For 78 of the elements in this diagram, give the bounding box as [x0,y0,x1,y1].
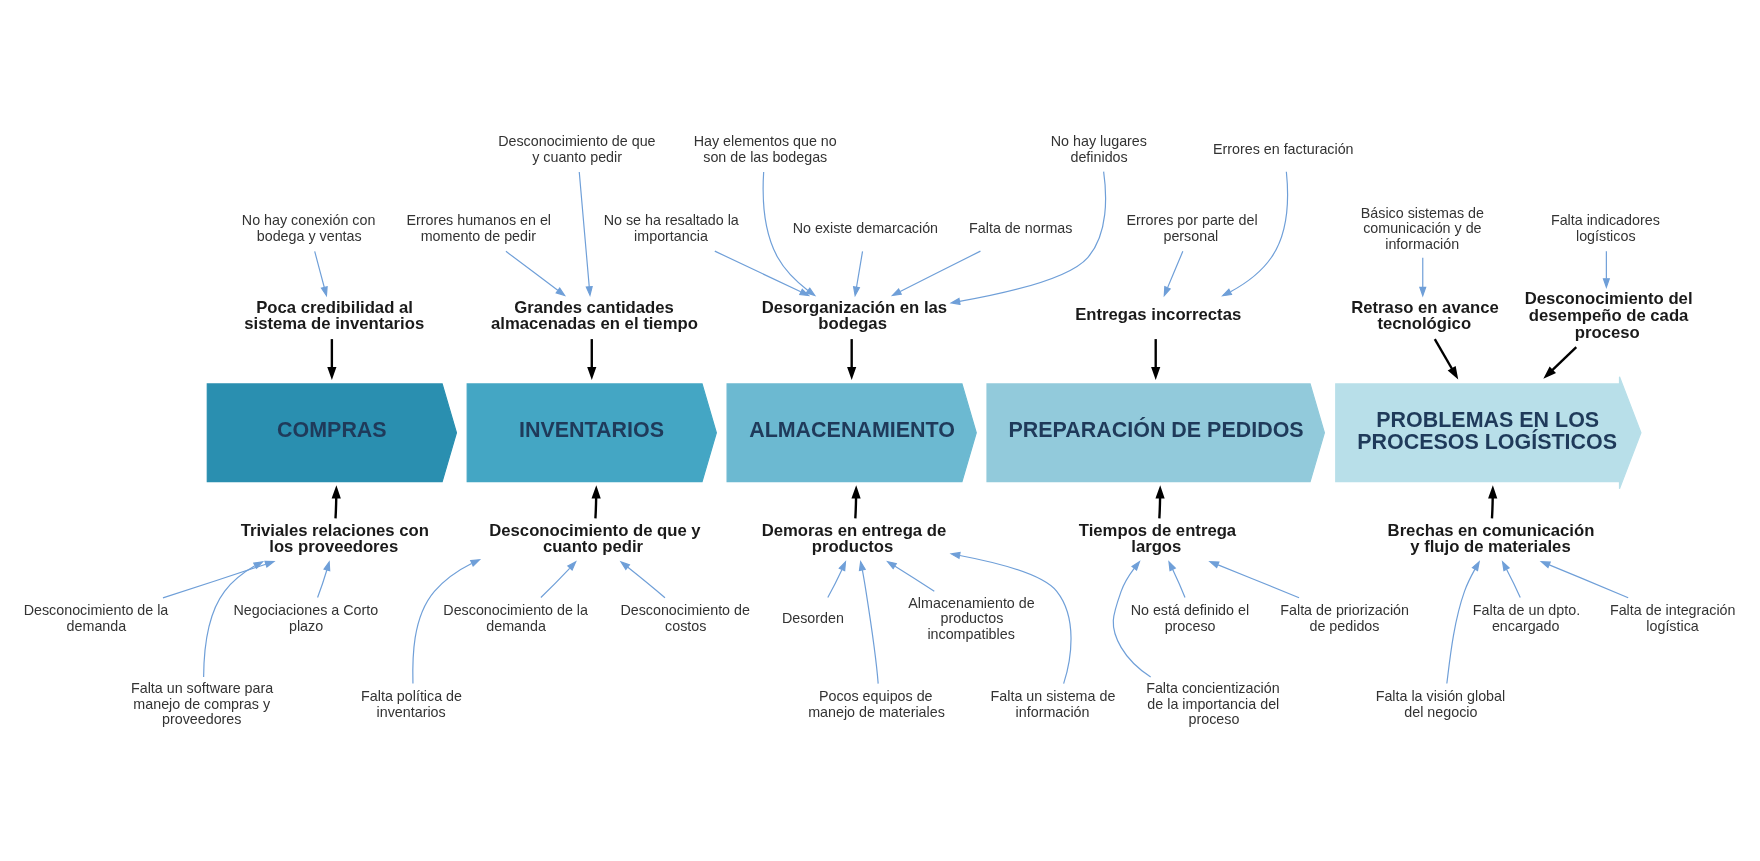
node-text: Desconocimiento de la demanda [443,601,588,634]
arrow [890,250,982,296]
node-text: No está definido el proceso [1130,601,1250,634]
arrow [1163,250,1184,297]
arrow [1168,559,1186,598]
arrow [852,250,864,297]
node-text: Falta un software para manejo de compras y proveedores [130,679,274,727]
arrow [714,250,811,296]
arrow [412,558,482,684]
node-text: No existe demarcación [792,219,939,236]
node-text: No se ha resaltado la importancia [603,211,739,244]
node-text: Desorden [781,609,844,626]
node-text: Falta la visión global del negocio [1375,687,1506,720]
arrow [203,560,265,678]
arrow [762,170,817,296]
node-text: Brechas en comunicación y flujo de materiales [1387,520,1595,556]
arrow [1151,338,1161,380]
arrow [1155,484,1165,518]
node-text: Falta de priorización de pedidos [1280,601,1410,634]
node-text: Desconocimiento de que y cuanto pedir [498,132,656,165]
arrow [886,560,935,592]
node-text: Falta política de inventarios [361,687,463,720]
node-text: Pocos equipos de manejo de materiales [808,687,945,720]
arrow [327,338,337,380]
arrow [1543,345,1578,379]
arrow [1488,484,1498,518]
node-text: Desconocimiento de la demanda [23,601,169,634]
node-text: Falta indicadores logísticos [1550,211,1660,244]
arrow [949,170,1107,305]
node-text: Tiempos de entrega largos [1078,520,1237,556]
node-text: No hay conexión con bodega y ventas [241,211,376,244]
node-text: Almacenamiento de productos incompatibles [908,594,1035,642]
arrow [587,338,597,380]
arrow [1602,250,1611,289]
node-text: Errores en facturación [1212,140,1354,157]
node-text: Demoras en entrega de productos [761,520,947,556]
arrow [1446,559,1481,684]
arrow [1433,338,1459,380]
arrow [317,559,331,598]
arrow [578,170,593,297]
node-text: Desconocimiento del desempeño de cada proceso [1524,288,1693,342]
arrow [540,560,577,598]
arrow [1221,170,1289,296]
node-text: Triviales relaciones con los proveedores [240,520,429,556]
node-text: Falta concientización de la importancia del proceso [1146,679,1280,727]
node-text: Falta un sistema de información [990,687,1116,720]
node-text: Negociaciones a Corto plazo [233,601,379,634]
node-text: Básico sistemas de comunicación y de información [1360,204,1484,252]
arrow [1419,256,1427,297]
arrow [827,559,847,598]
arrow [162,560,276,598]
node-text: Desconocimiento de que y cuanto pedir [489,520,701,556]
node-text: Hay elementos que no son de las bodegas [693,132,837,165]
arrow [331,484,341,518]
node-text: Poca credibilidad al sistema de inventarios [244,297,425,333]
arrow [851,484,861,518]
arrow [591,484,601,518]
arrow [314,250,328,297]
node-text: Falta de normas [969,219,1073,236]
node-text: Entregas incorrectas [1075,304,1242,324]
arrow [1539,560,1629,598]
node-text: No hay lugares definidos [1050,132,1147,165]
node-text: Grandes cantidades almacenadas en el tiempo [491,297,698,333]
node-text: Desconocimiento de costos [620,601,750,634]
node-text: Desorganización en las bodegas [761,297,948,333]
node-text: Retraso en avance tecnológico [1351,297,1499,333]
arrow [949,551,1072,684]
arrow [847,338,857,380]
arrow [1501,559,1521,598]
node-text: Falta de integración logística [1609,601,1736,634]
arrow [1112,559,1152,678]
arrow [505,250,567,297]
arrow [1208,560,1300,598]
node-text: Errores humanos en el momento de pedir [406,211,552,244]
arrow [619,560,666,598]
node-text: Errores por parte del personal [1126,211,1258,244]
node-text: Falta de un dpto. encargado [1472,601,1581,634]
arrow [858,559,879,684]
